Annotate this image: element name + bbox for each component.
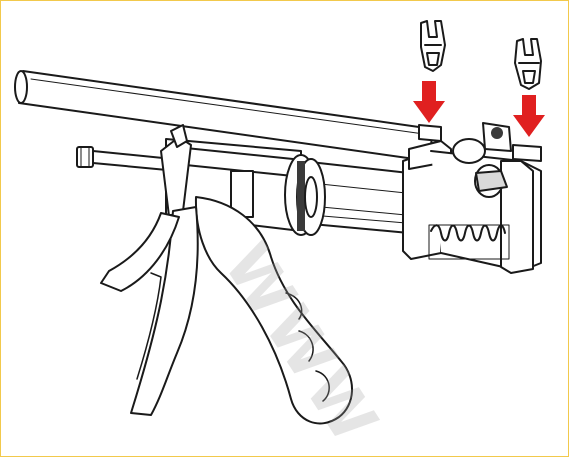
down-arrow-icon [413,81,445,123]
clip-left [420,20,446,72]
cartridge-tube [14,70,434,162]
mixing-head [402,122,542,274]
trigger-lever [100,206,199,416]
clip-right [514,38,542,90]
pistol-grip [194,196,354,425]
gun-frame [160,124,302,232]
collar-ring [284,154,326,236]
down-arrow-icon [513,95,545,137]
